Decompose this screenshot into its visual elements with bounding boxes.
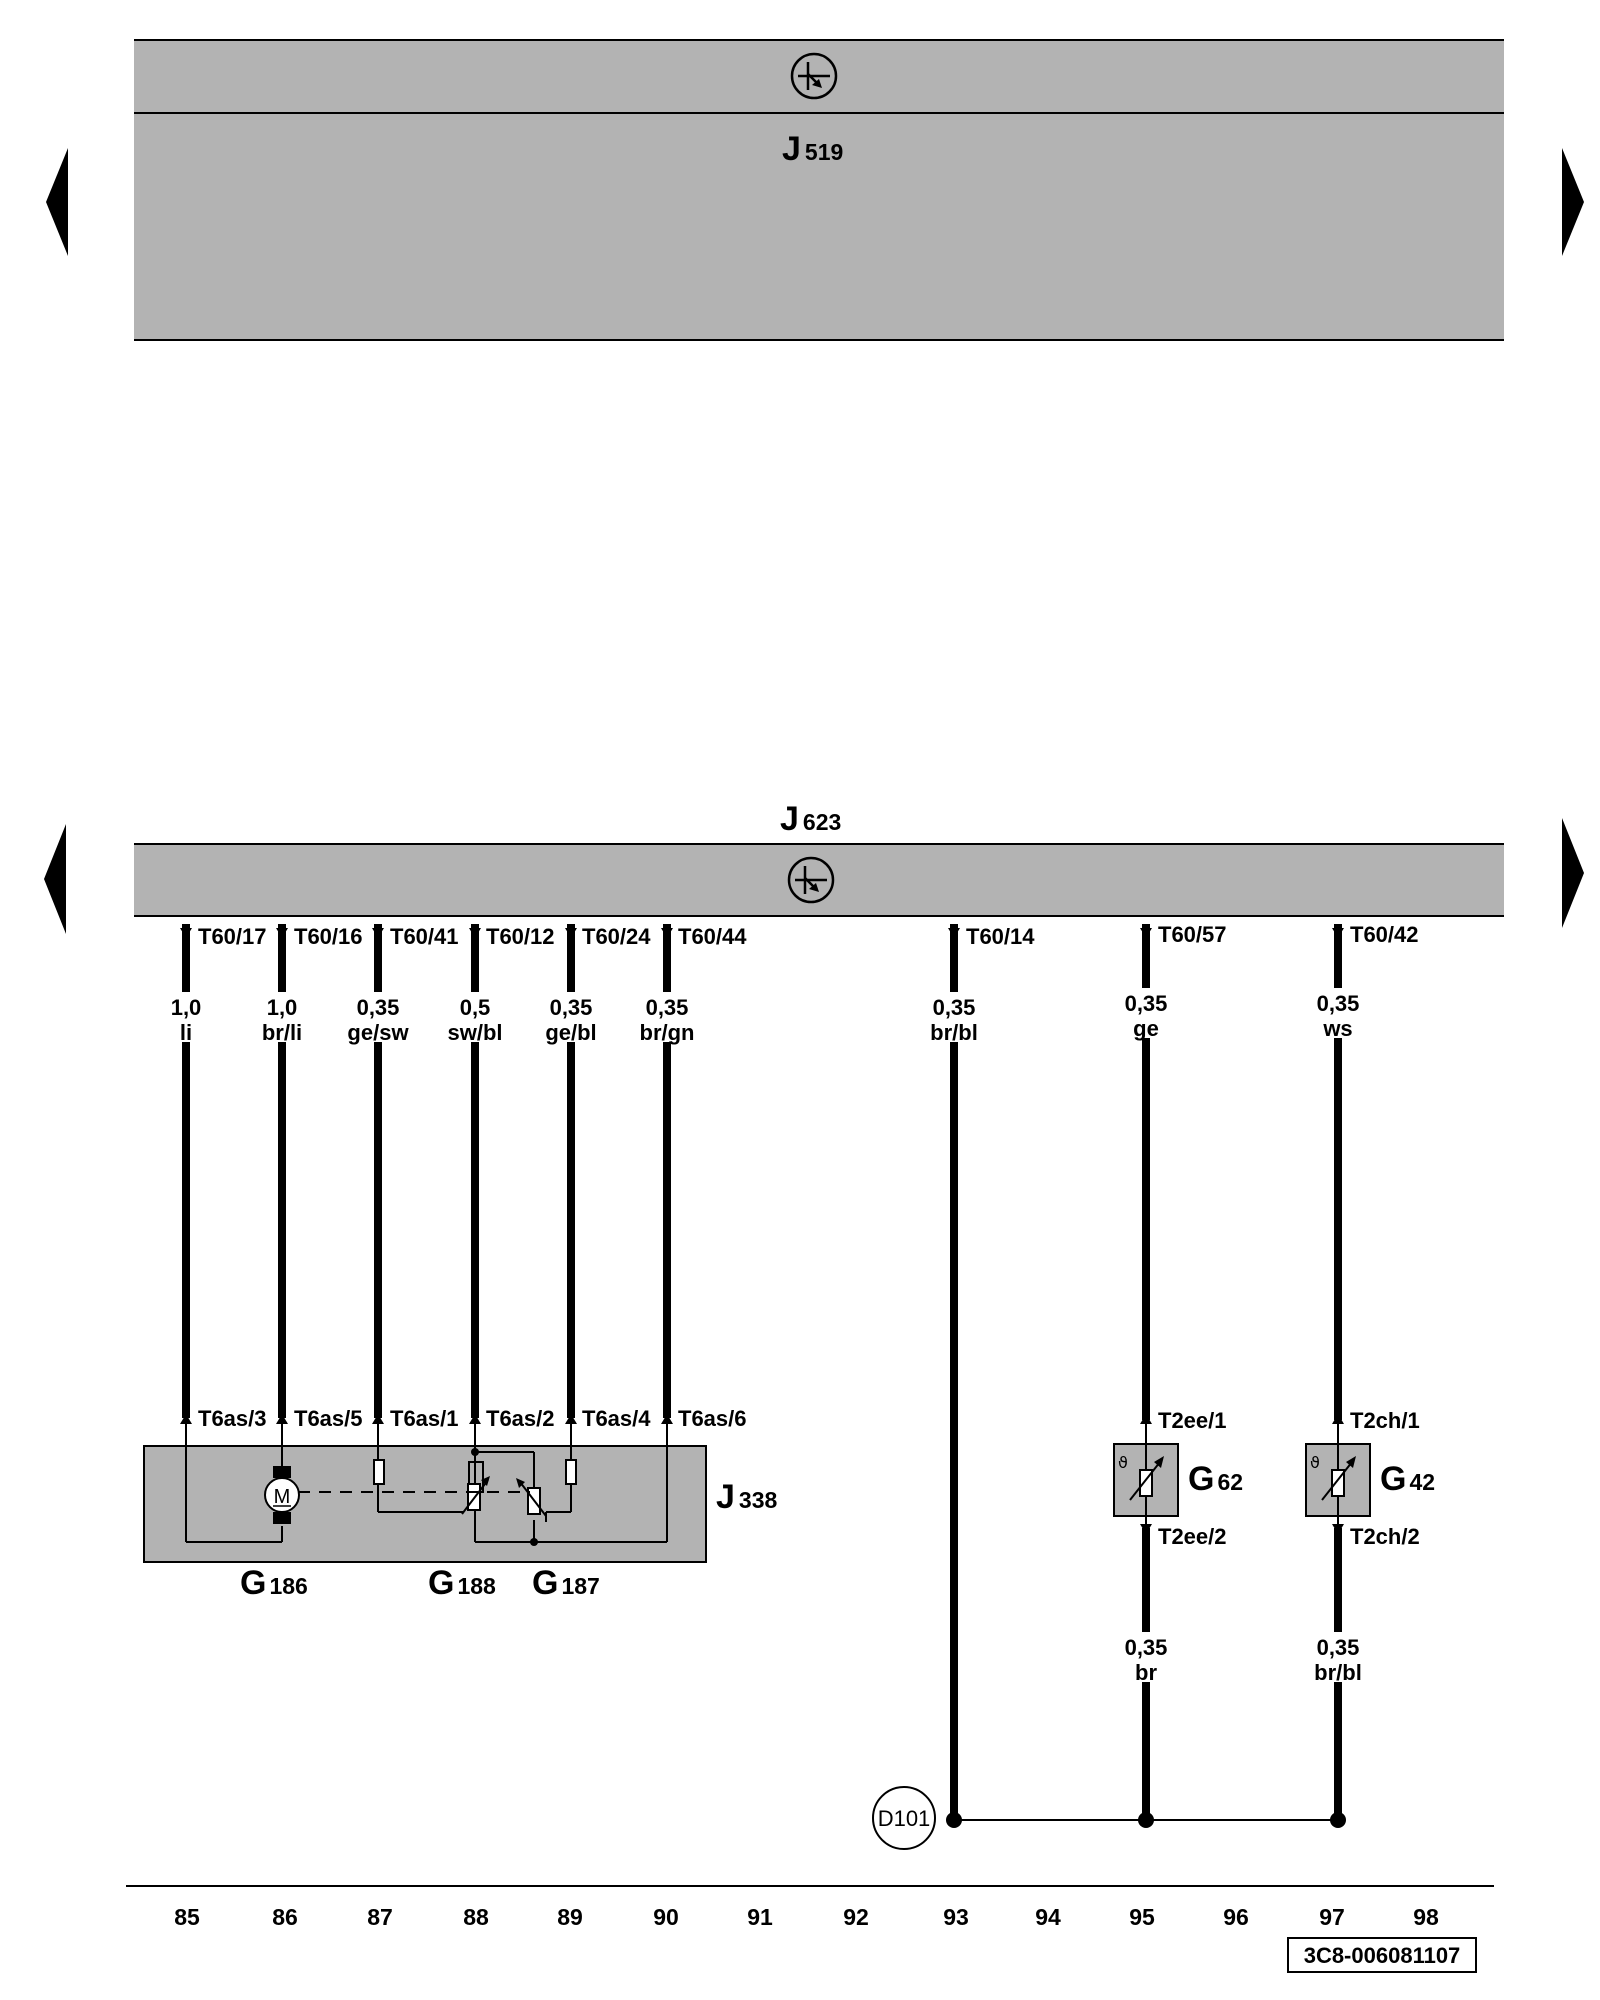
page-prev-arrow-bottom[interactable]	[44, 824, 66, 934]
sensor-g62: ϑ	[1113, 1424, 1179, 1532]
page-prev-arrow-top[interactable]	[46, 148, 68, 256]
wire-color: ws	[1322, 1016, 1352, 1041]
wire-size: 0,35	[646, 995, 689, 1020]
sensor-g42: ϑ	[1305, 1424, 1371, 1532]
wire-size: 0,35	[1317, 991, 1360, 1016]
page-next-arrow-top[interactable]	[1562, 148, 1584, 256]
pin-label: T60/17	[198, 924, 267, 949]
pin-label: T60/42	[1350, 922, 1419, 947]
pin-label: T6as/2	[486, 1406, 555, 1431]
wire-size: 0,35	[357, 995, 400, 1020]
pin-label: T2ee/1	[1158, 1408, 1227, 1433]
pin-arrows-bottom	[180, 1414, 1344, 1534]
pin-arrows-top	[180, 928, 1344, 938]
wire-color: ge	[1133, 1016, 1159, 1041]
wire-color: br/gn	[640, 1020, 695, 1045]
column-numbers: 85 86 87 88 89 90 91 92 93 94 95 96 97 9…	[174, 1904, 1439, 1930]
electronic-module-icon	[790, 52, 838, 100]
wire-size: 1,0	[267, 995, 298, 1020]
drawing-id-box: 3C8-006081107	[1287, 1937, 1477, 1973]
column-number: 97	[1319, 1904, 1345, 1930]
wire-size: 0,35	[933, 995, 976, 1020]
ground-point-label: D101	[878, 1806, 931, 1831]
column-number: 89	[557, 1904, 583, 1930]
ground-bus: D101	[872, 1786, 1346, 1850]
column-number: 95	[1129, 1904, 1155, 1930]
temperature-icon: ϑ	[1118, 1453, 1128, 1472]
column-number: 90	[653, 1904, 679, 1930]
column-number: 85	[174, 1904, 200, 1930]
pin-label: T6as/1	[390, 1406, 459, 1431]
top-pin-labels: T60/17 T60/16 T60/41 T60/12 T60/24 T60/4…	[198, 922, 1419, 949]
pin-label: T60/12	[486, 924, 555, 949]
pin-label: T60/14	[966, 924, 1035, 949]
pin-label: T60/16	[294, 924, 363, 949]
column-number: 91	[747, 1904, 773, 1930]
connector-labels: T6as/3 T6as/5 T6as/1 T6as/2 T6as/4 T6as/…	[198, 1406, 1420, 1549]
pin-label: T6as/5	[294, 1406, 363, 1431]
wire-size: 0,35	[1125, 1635, 1168, 1660]
column-number: 98	[1413, 1904, 1439, 1930]
wire-size: 1,0	[171, 995, 202, 1020]
wire-color: br/li	[262, 1020, 302, 1045]
throttle-module-j338: M	[143, 1424, 707, 1563]
page-next-arrow-bottom[interactable]	[1562, 818, 1584, 928]
column-number: 87	[367, 1904, 393, 1930]
wire-color: br/bl	[1314, 1660, 1362, 1685]
wire-size: 0,35	[550, 995, 593, 1020]
temperature-icon: ϑ	[1310, 1453, 1320, 1472]
control-unit-j623	[134, 843, 1504, 917]
column-number: 86	[272, 1904, 298, 1930]
wire-color: li	[180, 1020, 192, 1045]
wire-spec-labels: 1,0 li 1,0 br/li 0,35 ge/sw 0,5 sw/bl 0,…	[171, 991, 1362, 1685]
pin-label: T60/41	[390, 924, 459, 949]
column-number: 96	[1223, 1904, 1249, 1930]
motor-icon: M	[264, 1466, 300, 1524]
column-number: 94	[1035, 1904, 1061, 1930]
pin-label: T60/44	[678, 924, 747, 949]
wire-color: br/bl	[930, 1020, 978, 1045]
electronic-module-icon	[787, 856, 835, 904]
pin-label: T2ch/1	[1350, 1408, 1420, 1433]
wire-color: ge/sw	[347, 1020, 409, 1045]
drawing-id: 3C8-006081107	[1304, 1943, 1461, 1968]
column-number: 92	[843, 1904, 869, 1930]
wire-size: 0,35	[1317, 1635, 1360, 1660]
column-number: 88	[463, 1904, 489, 1930]
wires-right	[950, 924, 1342, 1820]
motor-label: M	[274, 1486, 291, 1508]
pin-label: T6as/6	[678, 1406, 747, 1431]
pin-label: T2ee/2	[1158, 1524, 1227, 1549]
pin-label: T2ch/2	[1350, 1524, 1420, 1549]
wire-color: sw/bl	[447, 1020, 502, 1045]
pin-label: T60/24	[582, 924, 651, 949]
wire-size: 0,5	[460, 995, 491, 1020]
pin-label: T6as/3	[198, 1406, 267, 1431]
column-number: 93	[943, 1904, 969, 1930]
wire-color: br	[1135, 1660, 1157, 1685]
wire-size: 0,35	[1125, 991, 1168, 1016]
pin-label: T6as/4	[582, 1406, 651, 1431]
wire-color: ge/bl	[545, 1020, 596, 1045]
pin-label: T60/57	[1158, 922, 1227, 947]
